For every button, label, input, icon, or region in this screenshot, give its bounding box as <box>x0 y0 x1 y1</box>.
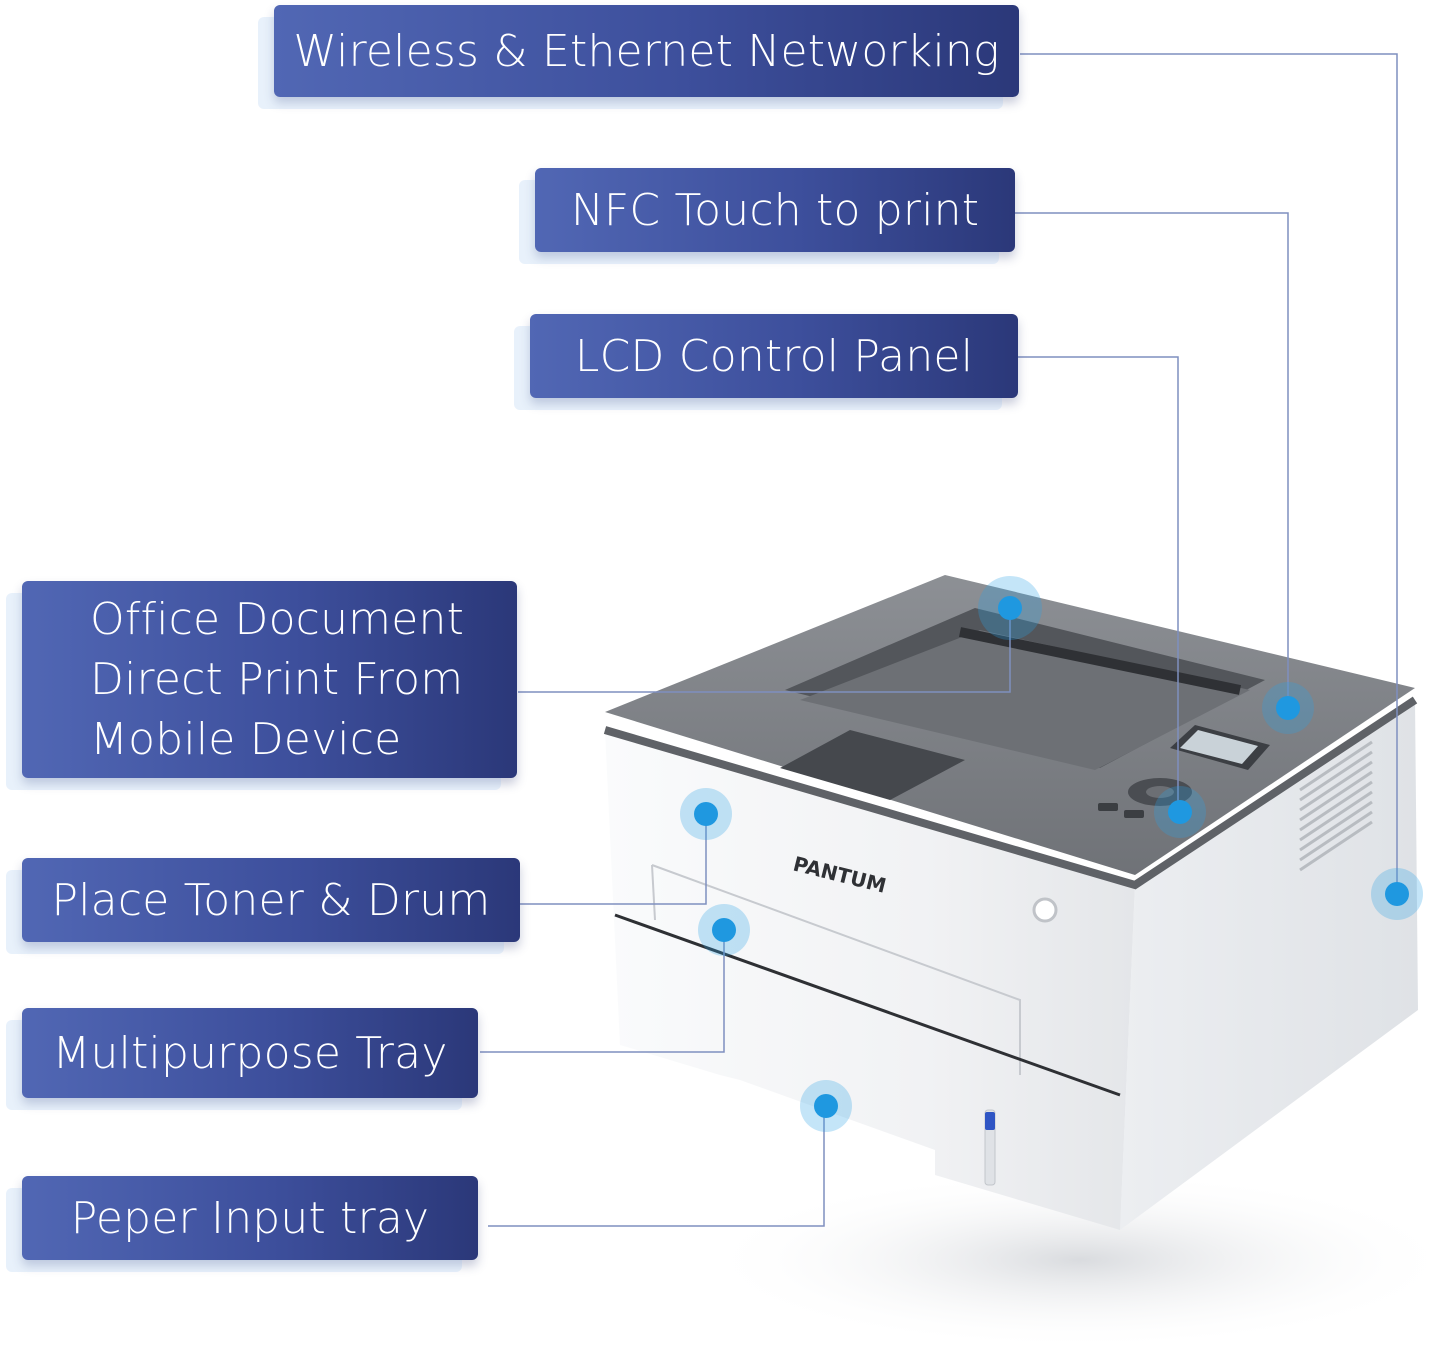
label-nfc-text: NFC Touch to print <box>570 184 980 236</box>
label-wireless-text: Wireless & Ethernet Networking <box>293 25 1000 77</box>
label-paper-text: Peper Input tray <box>70 1192 430 1244</box>
printer-front <box>605 730 1135 1230</box>
label-office: Office Document Direct Print From Mobile… <box>22 581 517 778</box>
label-lcd-text: LCD Control Panel <box>574 330 974 382</box>
label-wireless: Wireless & Ethernet Networking <box>274 5 1019 97</box>
printer-shadow <box>700 1170 1445 1350</box>
front-cover <box>651 864 1021 1075</box>
label-lcd: LCD Control Panel <box>530 314 1018 398</box>
label-multipurpose-text: Multipurpose Tray <box>52 1027 448 1079</box>
label-toner: Place Toner & Drum <box>22 858 520 942</box>
label-multipurpose: Multipurpose Tray <box>22 1008 478 1098</box>
label-paper: Peper Input tray <box>22 1176 478 1260</box>
label-nfc: NFC Touch to print <box>535 168 1015 252</box>
paper-stop <box>780 730 965 800</box>
power-button <box>1032 897 1058 923</box>
label-office-text: Office Document Direct Print From Mobile… <box>90 593 465 765</box>
label-toner-text: Place Toner & Drum <box>51 874 491 926</box>
